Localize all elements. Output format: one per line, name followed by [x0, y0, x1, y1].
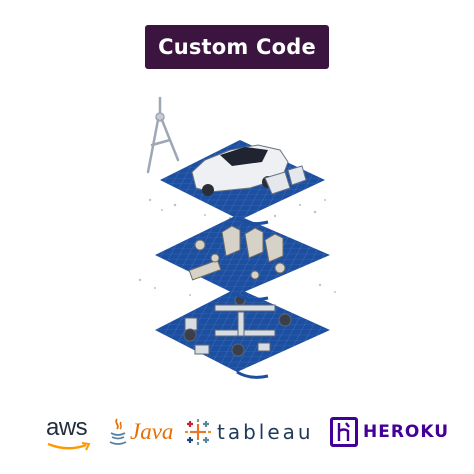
compass-icon [146, 96, 180, 174]
heroku-logo: HEROKU [330, 410, 449, 454]
interior-parts-layer [155, 215, 330, 301]
car-icon [191, 144, 307, 196]
java-logo: Java [108, 410, 173, 454]
tableau-logo: tableau [185, 410, 314, 454]
chassis-layer [155, 288, 330, 379]
java-cup-icon [109, 418, 127, 445]
heroku-wordmark: HEROKU [363, 422, 450, 442]
partner-logos: aws Java [0, 410, 474, 454]
custom-code-badge: Custom Code [145, 25, 329, 69]
blueprint-illustration [138, 96, 336, 379]
badge-label: Custom Code [158, 35, 316, 59]
tableau-wordmark: tableau [217, 420, 314, 444]
speckle-dust [138, 198, 336, 302]
car-body-layer [160, 140, 325, 226]
tableau-cross-icon [185, 419, 211, 445]
heroku-h-icon [330, 417, 358, 447]
aws-logo: aws [46, 410, 91, 454]
java-wordmark: Java [130, 419, 174, 444]
aws-smile-icon [47, 442, 91, 451]
aws-wordmark: aws [46, 414, 88, 441]
